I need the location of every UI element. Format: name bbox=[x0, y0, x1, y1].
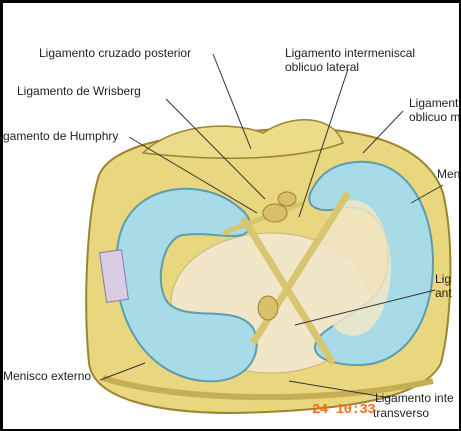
label-ligamento-cruzado-posterior: Ligamento cruzado posterior bbox=[39, 47, 191, 60]
wrisberg-attachment bbox=[278, 192, 296, 206]
label-intermeniscal-lateral-line2: oblicuo lateral bbox=[285, 61, 359, 74]
label-lca-line2: ant bbox=[435, 287, 452, 300]
acl-attachment bbox=[258, 296, 278, 320]
label-ligamento-de-humphry: gamento de Humphry bbox=[3, 130, 118, 143]
medial-cartilage bbox=[315, 200, 391, 336]
label-transverso-line1: Ligamento inte bbox=[375, 392, 454, 405]
label-intermeniscal-lateral-line1: Ligamento intermeniscal bbox=[285, 47, 415, 60]
label-ligamento-de-wrisberg: Ligamento de Wrisberg bbox=[17, 85, 141, 98]
label-lca-line1: Lig bbox=[435, 273, 451, 286]
label-transverso-line2: transverso bbox=[373, 407, 429, 420]
knee-anatomy-illustration bbox=[3, 3, 459, 429]
label-menisco-externo: Menisco externo bbox=[3, 370, 91, 383]
label-intermeniscal-medial-line2: oblicuo m bbox=[409, 111, 459, 124]
date-stamp: 24 10:33 bbox=[312, 402, 375, 418]
label-menisco-interno: Men bbox=[437, 168, 459, 181]
textbook-page: Ligamento cruzado posterior Ligamento in… bbox=[3, 3, 459, 429]
humphry-attachment bbox=[263, 204, 287, 222]
label-intermeniscal-medial-line1: Ligament bbox=[409, 97, 458, 110]
